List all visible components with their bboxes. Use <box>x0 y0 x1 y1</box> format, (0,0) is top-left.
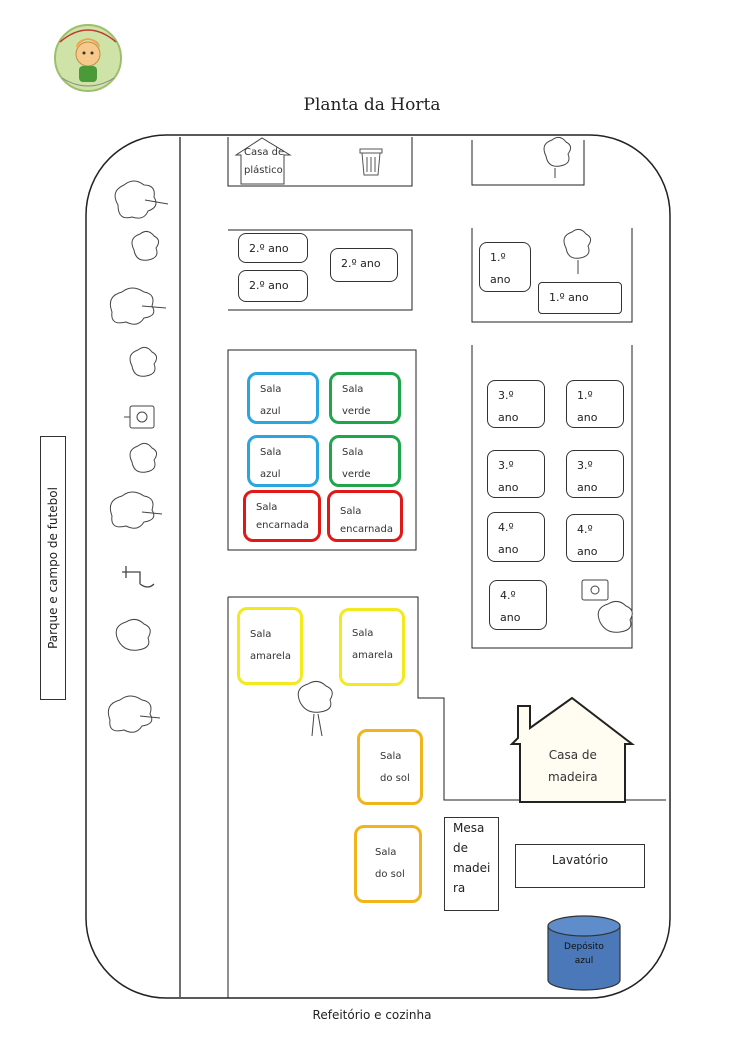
tree-icon <box>563 228 592 274</box>
tree-icon <box>109 491 163 529</box>
plot-fourth-year-b[interactable]: 4.º ano <box>566 514 624 562</box>
tree-icon <box>131 230 160 261</box>
school-logo <box>48 22 128 94</box>
tap-icon <box>581 579 609 601</box>
blue-tank-shape <box>547 915 621 991</box>
tree-icon <box>129 442 158 473</box>
tree-icon <box>114 180 169 219</box>
plot-second-year-b[interactable]: 2.º ano <box>238 270 308 302</box>
tree-icon <box>543 136 572 178</box>
tree-icon <box>297 680 333 737</box>
plot-fourth-year-c[interactable]: 4.º ano <box>489 580 547 630</box>
plot-first-year-c[interactable]: 1.º ano <box>566 380 624 428</box>
plot-third-year-b[interactable]: 3.º ano <box>487 450 545 498</box>
tree-icon <box>107 695 161 733</box>
bottom-area-label: Refeitório e cozinha <box>312 1008 432 1022</box>
plot-first-year-b[interactable]: 1.º ano <box>538 282 622 314</box>
sink: Lavatório <box>515 844 645 888</box>
plot-fourth-year-a[interactable]: 4.º ano <box>487 512 545 562</box>
left-area-label: Parque e campo de futebol <box>40 436 66 700</box>
page-title: Planta da Horta <box>303 95 441 115</box>
plot-second-year-c[interactable]: 2.º ano <box>330 248 398 282</box>
tree-icon <box>109 287 167 325</box>
plot-red-room-a[interactable]: Sala encarnada <box>243 490 321 542</box>
plastic-house-shape <box>234 137 292 185</box>
tap-icon <box>124 405 155 429</box>
plot-yellow-room-b[interactable]: Sala amarela <box>339 608 405 686</box>
plot-first-year-a[interactable]: 1.º ano <box>479 242 531 292</box>
plot-blue-room-a[interactable]: Sala azul <box>247 372 319 424</box>
plot-blue-room-b[interactable]: Sala azul <box>247 435 319 487</box>
faucet-icon <box>122 566 155 588</box>
plot-green-room-a[interactable]: Sala verde <box>329 372 401 424</box>
tree-icon <box>115 618 151 651</box>
trash-bin-icon <box>359 148 383 176</box>
plot-second-year-a[interactable]: 2.º ano <box>238 233 308 263</box>
plot-red-room-b[interactable]: Sala encarnada <box>327 490 403 542</box>
plot-green-room-b[interactable]: Sala verde <box>329 435 401 487</box>
plot-third-year-c[interactable]: 3.º ano <box>566 450 624 498</box>
wood-house-shape <box>509 696 635 803</box>
tree-icon <box>129 346 158 377</box>
wooden-table: Mesa de madei ra <box>444 817 499 911</box>
tank-label: Depósito azul <box>564 942 604 966</box>
plot-sun-room-a[interactable]: Sala do sol <box>357 729 423 805</box>
plot-third-year-a[interactable]: 3.º ano <box>487 380 545 428</box>
plot-sun-room-b[interactable]: Sala do sol <box>354 825 422 903</box>
plot-yellow-room-a[interactable]: Sala amarela <box>237 607 303 685</box>
plastic-house-label: Casa de plástico <box>244 147 285 176</box>
tree-icon <box>597 600 633 633</box>
wood-house-label: Casa de madeira <box>548 748 598 784</box>
